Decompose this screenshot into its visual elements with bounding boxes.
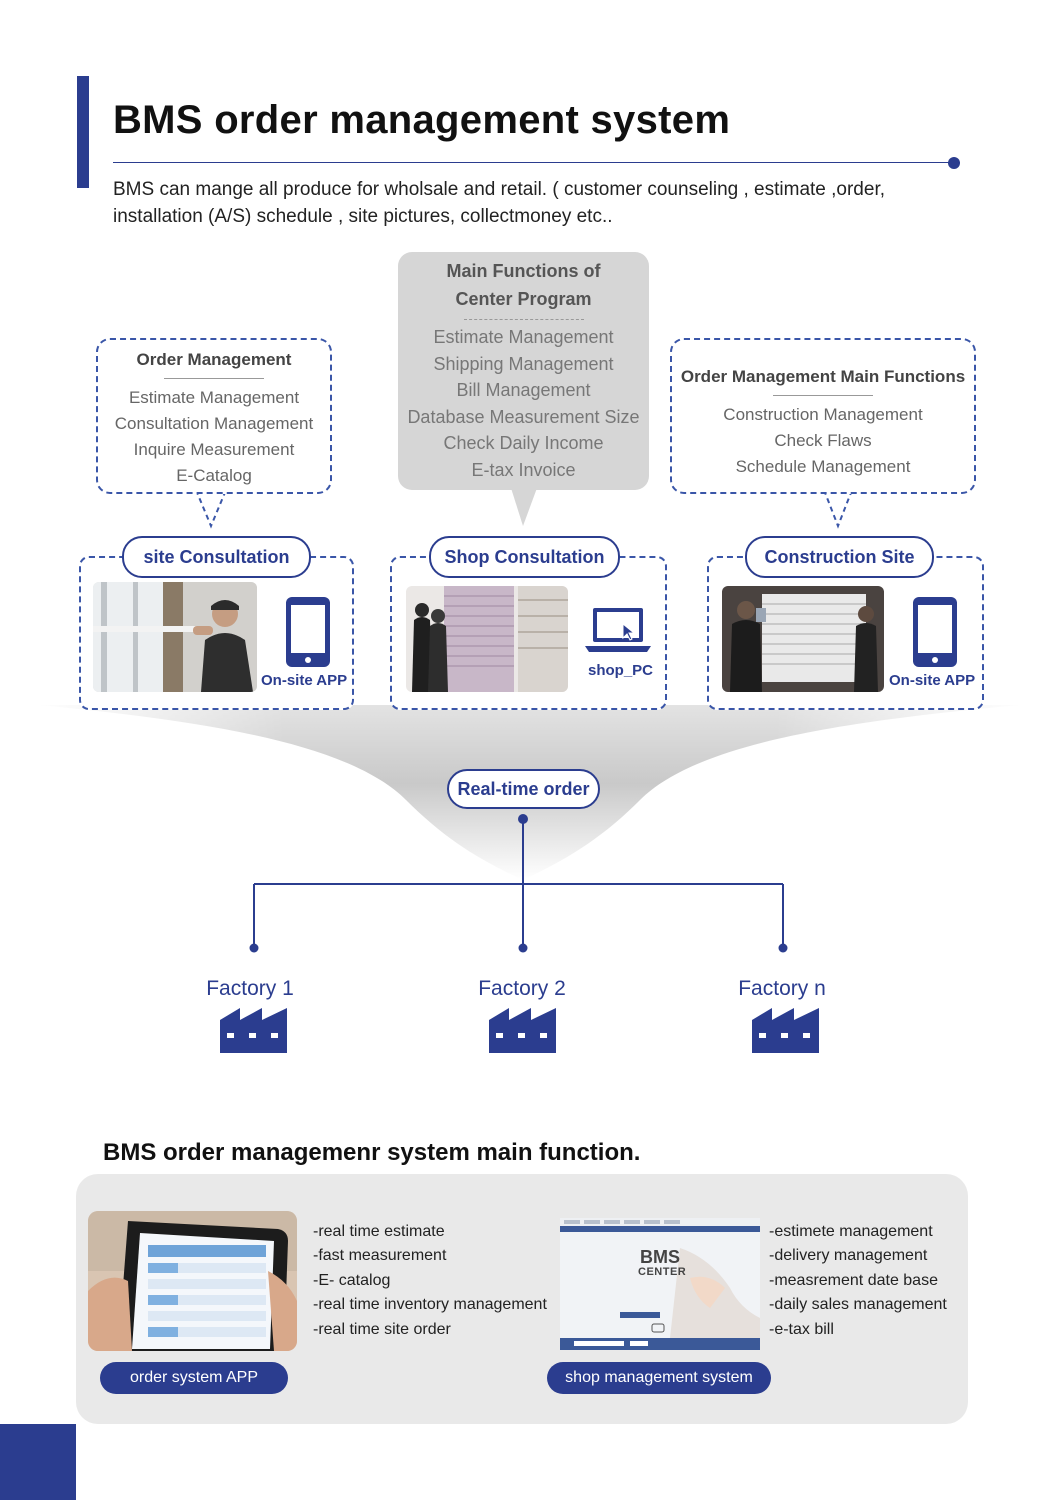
connector-dot-factory-1 <box>249 943 259 953</box>
on-site-app-label: On-site APP <box>261 672 348 689</box>
function-item: E-Catalog <box>176 466 252 485</box>
function-item: E-tax Invoice <box>471 459 576 480</box>
list-item: -delivery management <box>769 1247 928 1265</box>
shop-consultation-label: Shop Consultation <box>429 536 620 578</box>
list-item: -fast measurement <box>313 1247 447 1265</box>
connector-dot-factory-n <box>778 943 788 953</box>
tablet-icon <box>286 597 330 667</box>
order-app-photo <box>88 1211 297 1351</box>
function-item: Estimate Management <box>128 388 300 407</box>
main-functions-box: Order Management Main Functions Construc… <box>670 338 976 494</box>
on-site-app-label: On-site APP <box>889 672 976 689</box>
callout-pointer-center <box>511 488 537 526</box>
list-item: -e-tax bill <box>769 1320 834 1338</box>
construction-site-photo <box>722 586 884 692</box>
main-functions-title: Order Management Main Functions <box>680 367 966 386</box>
intro-text: BMS can mange all produce for wholsale a… <box>113 179 885 227</box>
screen-logo-center: CENTER <box>638 1266 687 1278</box>
shop-feature-list: -estimete management -delivery managemen… <box>769 1220 947 1342</box>
center-program-title-2: Center Program <box>455 289 592 309</box>
function-item: Schedule Management <box>735 457 911 476</box>
connector-dot-factory-2 <box>518 943 528 953</box>
site-consultation-label: site Consultation <box>122 536 311 578</box>
function-item: Bill Management <box>456 380 591 400</box>
center-program-box: Main Functions of Center Program Estimat… <box>398 252 649 490</box>
function-item: Check Flaws <box>774 431 872 450</box>
title-divider-dot <box>948 157 960 169</box>
callout-pointer-left <box>195 489 227 529</box>
page-title: BMS order management system <box>113 98 731 142</box>
list-item: -daily sales management <box>769 1296 947 1314</box>
app-feature-list: -real time estimate -fast measurement -E… <box>313 1220 547 1342</box>
shop-consultation-photo <box>406 586 568 692</box>
list-item: -real time site order <box>313 1320 451 1338</box>
connector-dot-top <box>518 814 528 824</box>
function-item: Consultation Management <box>114 414 314 433</box>
list-item: -real time inventory management <box>313 1296 547 1314</box>
shop-management-system-label: shop management system <box>547 1362 771 1394</box>
tablet-icon <box>913 597 957 667</box>
function-item: Check Daily Income <box>443 433 604 453</box>
factory-icon-n <box>752 1008 819 1053</box>
site-consultation-photo <box>93 582 257 692</box>
function-item: Construction Management <box>723 405 923 424</box>
center-program-title-1: Main Functions of <box>446 261 601 281</box>
order-management-box: Order Management Estimate Management Con… <box>96 338 332 494</box>
order-system-app-label: order system APP <box>100 1362 288 1394</box>
accent-bar <box>77 76 89 188</box>
shop-pc-label: shop_PC <box>588 662 654 679</box>
function-item: Estimate Management <box>433 327 614 347</box>
screen-logo-bms: BMS <box>640 1247 680 1267</box>
list-item: -estimete management <box>769 1223 933 1240</box>
shop-system-screenshot: BMS CENTER <box>560 1218 760 1350</box>
function-item: Database Measurement Size <box>407 406 640 427</box>
factory-icon-1 <box>220 1008 287 1053</box>
function-item: Shipping Management <box>433 353 614 374</box>
list-item: -real time estimate <box>313 1223 445 1240</box>
main-function-title: BMS order managemenr system main functio… <box>103 1139 641 1166</box>
callout-pointer-right <box>823 489 853 529</box>
laptop-icon <box>585 608 651 652</box>
factory-connector-lines <box>253 820 784 948</box>
function-item: Inquire Measurement <box>133 440 295 459</box>
factory-icon-2 <box>489 1008 556 1053</box>
page-corner-block <box>0 1424 76 1500</box>
list-item: -measrement date base <box>769 1271 938 1289</box>
order-management-title: Order Management <box>136 350 292 369</box>
construction-site-label: Construction Site <box>745 536 934 578</box>
factory-1-label: Factory 1 <box>206 977 294 1000</box>
title-divider <box>113 162 955 163</box>
factory-2-label: Factory 2 <box>478 977 566 1000</box>
list-item: -E- catalog <box>313 1271 391 1289</box>
factory-n-label: Factory n <box>738 977 826 1000</box>
realtime-order-label: Real-time order <box>447 769 600 809</box>
